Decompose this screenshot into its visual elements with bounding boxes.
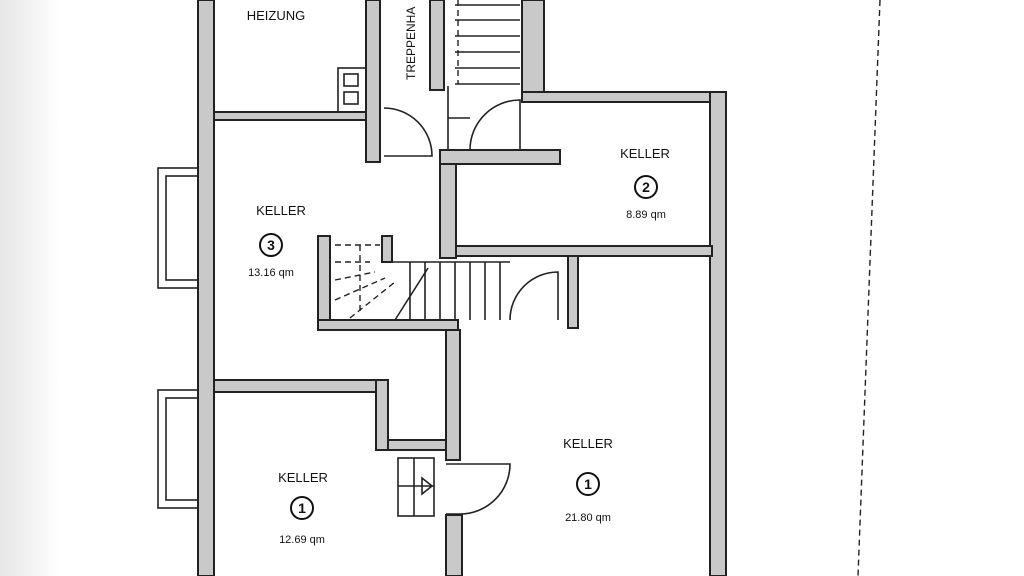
wall-treppenhaus-left (365, 0, 381, 163)
wall-keller1-divider-lower (445, 514, 463, 576)
room-number-keller1-left: 1 (290, 496, 314, 520)
door-swing-stair (469, 99, 521, 151)
room-label-treppenhaus: TREPPENHA (404, 6, 418, 80)
room-area-keller3: 13.16 qm (248, 267, 294, 279)
entry-steps (397, 457, 435, 517)
wall-keller2-top (521, 91, 721, 103)
chimney-flue-1 (343, 73, 359, 87)
lower-stair-treads (334, 244, 510, 321)
door-swing-keller1-right (509, 271, 559, 321)
room-label-keller2: KELLER (620, 146, 670, 161)
room-area-keller1-left: 12.69 qm (279, 534, 325, 546)
wall-stair-right (521, 0, 545, 93)
chimney (337, 67, 367, 113)
wall-stair-box-bottom (317, 319, 459, 331)
window-upper-left-inner (165, 175, 203, 281)
door-swing-keller1 (446, 463, 511, 515)
wall-keller1-divider-upper (445, 329, 461, 461)
room-label-keller3: KELLER (256, 203, 306, 218)
scan-shadow (0, 0, 60, 576)
wall-keller1-left-notch-bottom (387, 439, 449, 451)
wall-heizung-bottom (213, 111, 367, 121)
room-area-keller1-right: 21.80 qm (565, 512, 611, 524)
room-label-heizung: HEIZUNG (246, 8, 306, 23)
chimney-flue-2 (343, 91, 359, 105)
room-label-keller1-left: KELLER (278, 470, 328, 485)
wall-stair-left (429, 0, 445, 91)
wall-right-outer (709, 91, 727, 576)
room-number-keller2: 2 (634, 175, 658, 199)
wall-left-outer (197, 0, 215, 576)
wall-keller2-left (439, 163, 457, 259)
room-label-keller1-right: KELLER (563, 436, 613, 451)
wall-keller1-left-notch (375, 379, 389, 451)
property-boundary-line (857, 0, 881, 576)
window-upper-left (157, 167, 203, 289)
wall-stair-box-left (317, 235, 331, 331)
window-lower-left-inner (165, 397, 203, 501)
room-area-keller2: 8.89 qm (626, 209, 666, 221)
room-number-keller3: 3 (259, 233, 283, 257)
wall-keller1-left-top (213, 379, 385, 393)
wall-keller1-door-jamb (567, 255, 579, 329)
upper-stair-treads (447, 0, 520, 150)
door-swing-keller3 (383, 107, 433, 157)
room-number-keller1-right: 1 (576, 472, 600, 496)
wall-stair-box-notch (381, 235, 393, 263)
window-lower-left (157, 389, 203, 509)
wall-keller2-bottom (455, 245, 713, 257)
wall-keller2-left-top (439, 149, 561, 165)
